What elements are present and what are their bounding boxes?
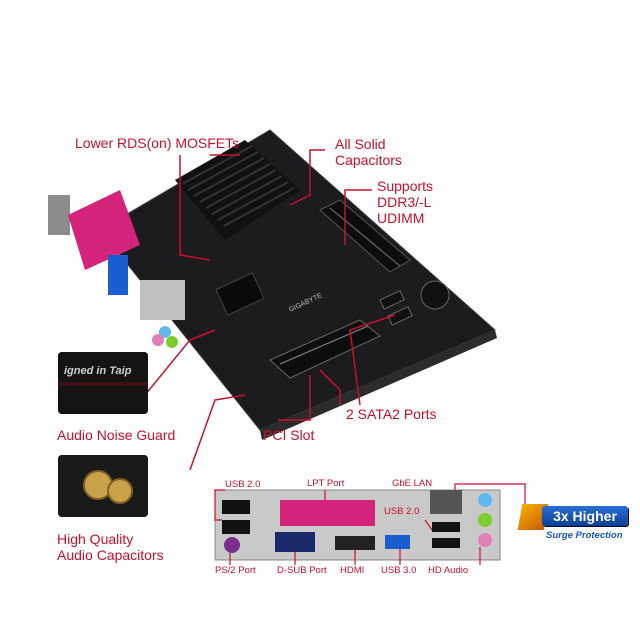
lan-connector-front — [430, 490, 462, 514]
sata-callout: 2 SATA2 Ports — [346, 406, 437, 422]
audio-capacitors-photo — [58, 455, 148, 517]
chipset — [215, 272, 265, 316]
badge-main-text: 3x Higher — [542, 506, 628, 526]
ddr-support-callout: Supports DDR3/-L UDIMM — [377, 178, 434, 226]
usb20-left-label: USB 2.0 — [225, 479, 261, 490]
rear-io-block — [48, 190, 185, 348]
ps2-port-label: PS/2 Port — [215, 565, 256, 576]
solid-capacitors-callout: All Solid Capacitors — [335, 136, 402, 168]
hdmi-label: HDMI — [340, 565, 365, 576]
board-edge — [260, 330, 497, 440]
badge-sub-text: Surge Protection — [546, 530, 623, 541]
gbe-lan-label: GbE LAN — [392, 478, 433, 489]
usb3-connector-front — [385, 535, 410, 549]
usb20-right-label: USB 2.0 — [384, 506, 420, 517]
callout-lines — [144, 149, 396, 471]
pci-slot — [269, 319, 381, 379]
heatsink — [175, 140, 300, 240]
dsub-port-label: D-SUB Port — [277, 565, 327, 576]
io-panel-diagram — [214, 489, 501, 561]
audio-noise-guard-callout: Audio Noise Guard — [57, 427, 176, 443]
usb3-connector — [108, 255, 128, 295]
audio-capacitors-callout: High Quality Audio Capacitors — [57, 531, 164, 563]
lpt-connector-front — [280, 500, 375, 526]
audio-capacitors-image — [58, 455, 148, 517]
mosfets-callout: Lower RDS(on) MOSFETs — [75, 135, 240, 151]
dsub-connector-front — [275, 532, 315, 552]
large-capacitor — [420, 280, 450, 310]
sata-ports — [379, 290, 413, 326]
usb30-label: USB 3.0 — [381, 565, 417, 576]
dimm-slot — [319, 199, 411, 273]
noise-guard-image: igned in Taip — [58, 352, 148, 414]
lpt-port-connector — [68, 190, 140, 270]
lan-usb-connector — [140, 280, 185, 320]
pci-slot-callout: PCI Slot — [263, 427, 315, 443]
io-callout-lines — [214, 483, 526, 565]
hd-audio-label: HD Audio — [428, 565, 469, 576]
noise-guard-print: igned in Taip — [64, 365, 132, 377]
surge-protection-badge: 3x Higher Surge Protection — [517, 500, 632, 548]
audio-noise-guard-photo: igned in Taip — [58, 352, 148, 414]
lpt-port-label: LPT Port — [307, 478, 345, 489]
ps2-connector — [224, 537, 240, 553]
hdmi-connector-front — [335, 536, 375, 550]
